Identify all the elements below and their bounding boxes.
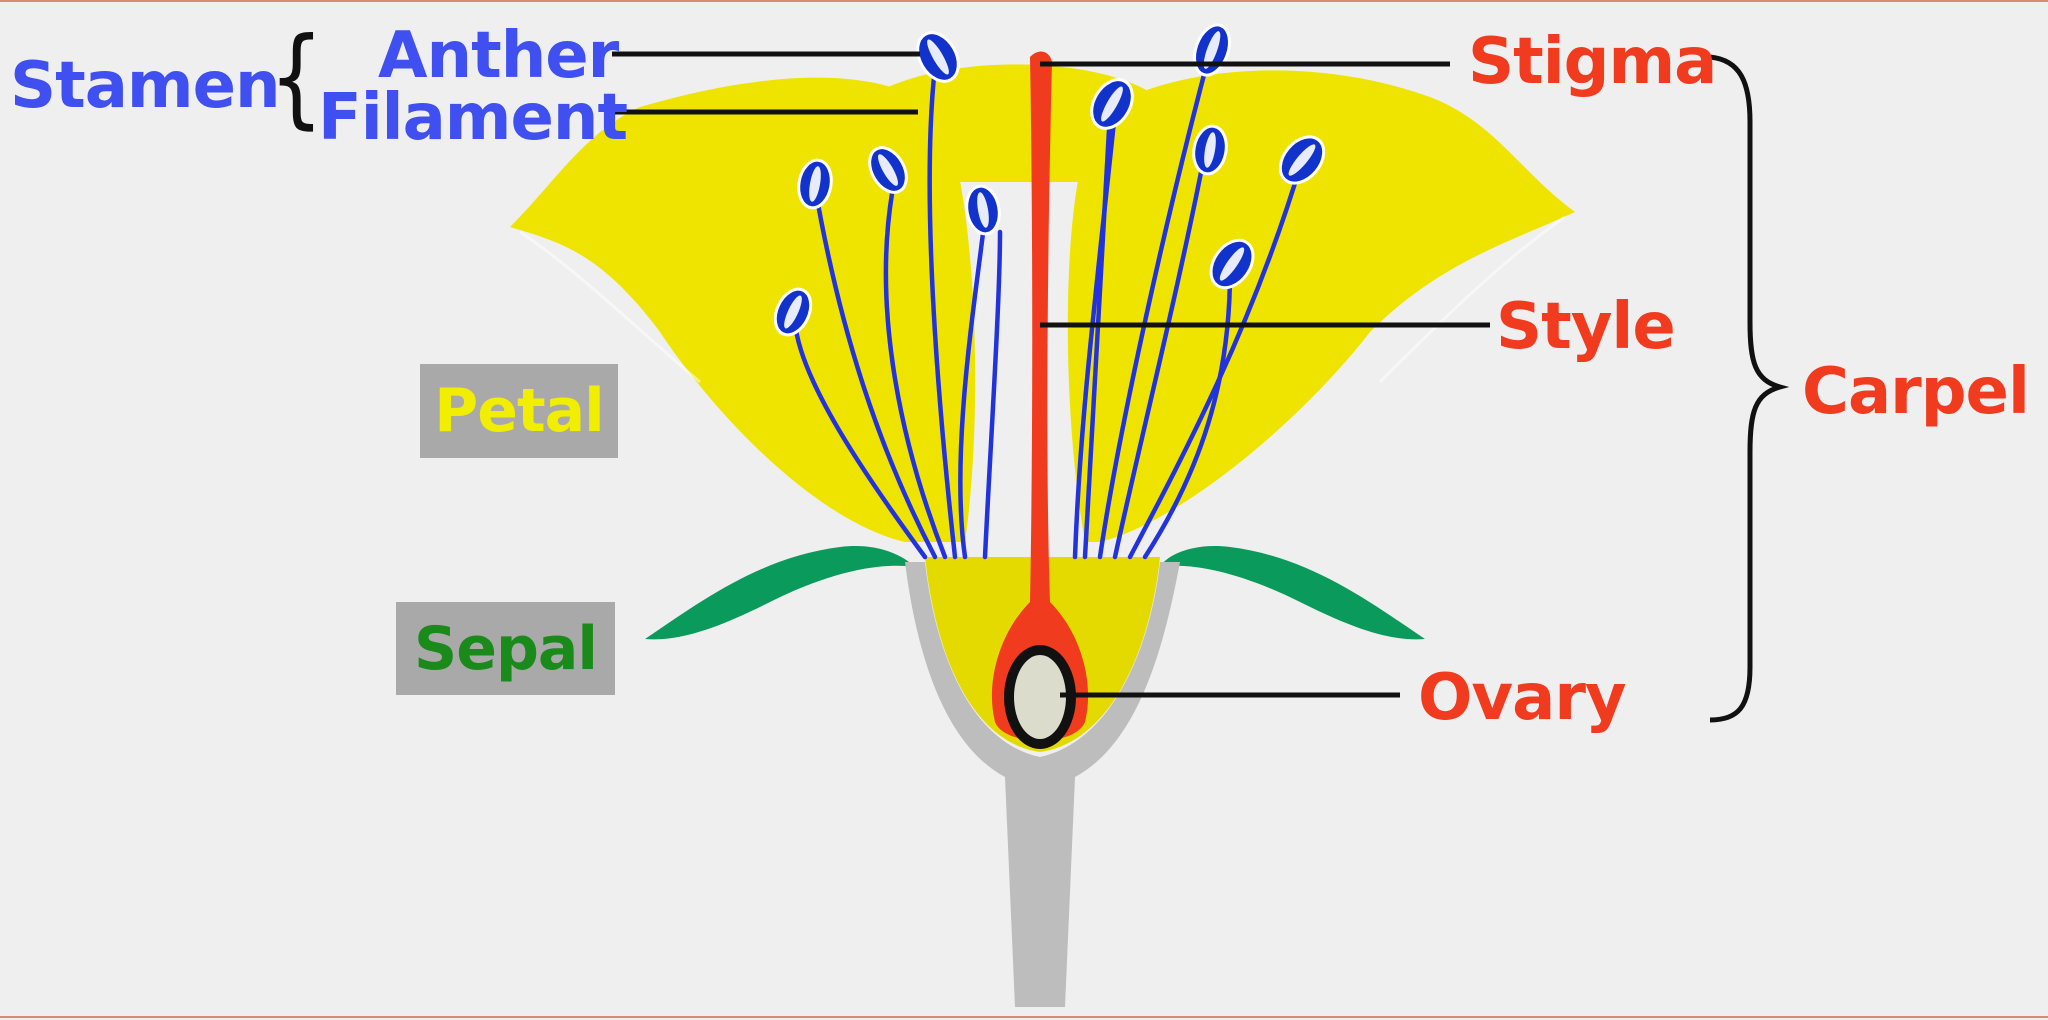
stamen-group [792, 49, 1303, 560]
stamen-label: Stamen [10, 49, 281, 123]
petal-label: Petal [434, 376, 604, 446]
petal-center [870, 64, 1150, 182]
receptacle [905, 562, 1180, 1007]
ovule [1014, 655, 1066, 739]
filament-label: Filament [318, 81, 628, 155]
sepal-label-box: Sepal [396, 602, 615, 695]
carpel-label: Carpel [1802, 355, 2030, 429]
style-label: Style [1496, 290, 1676, 364]
style-column [991, 51, 1089, 741]
stigma-label: Stigma [1468, 25, 1717, 99]
sepal-left [645, 546, 915, 640]
petal-right [1067, 70, 1575, 542]
sepal-label: Sepal [414, 613, 598, 684]
stamen-brace: { [268, 15, 324, 140]
anthers [773, 23, 1326, 337]
leader-lines [612, 51, 1490, 698]
petal-left [510, 77, 976, 542]
sepal-right [1160, 546, 1425, 640]
carpel-bracket [1709, 54, 1790, 723]
petal-label-box: Petal [420, 364, 618, 458]
anther-label: Anther [378, 19, 619, 93]
ovary-label: Ovary [1418, 661, 1627, 735]
